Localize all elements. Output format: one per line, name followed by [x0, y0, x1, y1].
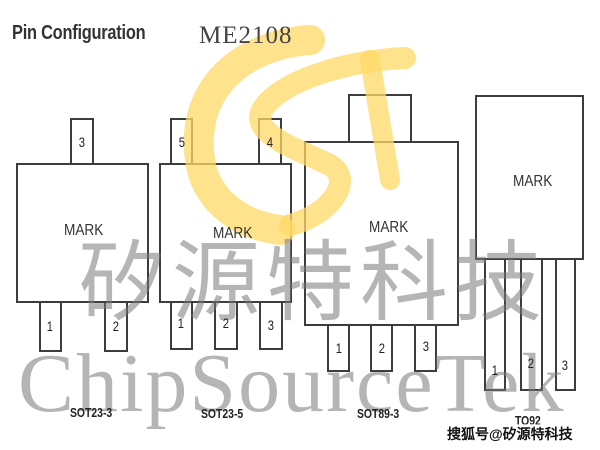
heat-tab [348, 94, 412, 143]
pin-label: 3 [561, 357, 569, 373]
pin-label: 2 [378, 340, 386, 356]
page-title: Pin Configuration [12, 22, 146, 44]
pin-label: 2 [222, 315, 230, 331]
pin-label: 1 [177, 315, 185, 331]
mark-label: MARK [213, 225, 253, 242]
pin-2-bottom [214, 301, 238, 350]
pin-label: 2 [527, 355, 535, 371]
package-name: SOT89-3 [357, 406, 400, 421]
pin-2-bottom [520, 258, 543, 391]
pin-2-bottom [370, 324, 393, 372]
pin-1-bottom [327, 324, 350, 372]
pin-label: 1 [46, 318, 54, 334]
package-name: SOT23-3 [70, 405, 113, 420]
pin-1-bottom [39, 301, 62, 352]
mark-label: MARK [513, 173, 553, 190]
package-name: SOT23-5 [201, 406, 244, 421]
package-body [475, 95, 584, 260]
source-credit: 搜狐号@矽源特科技 [445, 424, 575, 444]
pin-label: 1 [335, 340, 343, 356]
pin-1-bottom [484, 258, 506, 391]
pin-label: 4 [266, 134, 274, 150]
part-number: ME2108 [199, 22, 293, 49]
pin-label: 5 [178, 134, 186, 150]
pin-1-bottom [170, 301, 193, 350]
package-body [16, 163, 149, 303]
pin-2-bottom [104, 301, 128, 352]
pin-3-bottom [414, 324, 437, 372]
mark-label: MARK [64, 222, 104, 239]
pin-label: 3 [78, 134, 86, 150]
pin-label: 3 [267, 317, 275, 333]
pin-label: 2 [112, 318, 120, 334]
pin-label: 1 [491, 362, 499, 378]
mark-label: MARK [369, 219, 409, 236]
pin-3-bottom [259, 301, 283, 350]
pin-label: 3 [422, 338, 430, 354]
pin-3-bottom [555, 258, 576, 391]
